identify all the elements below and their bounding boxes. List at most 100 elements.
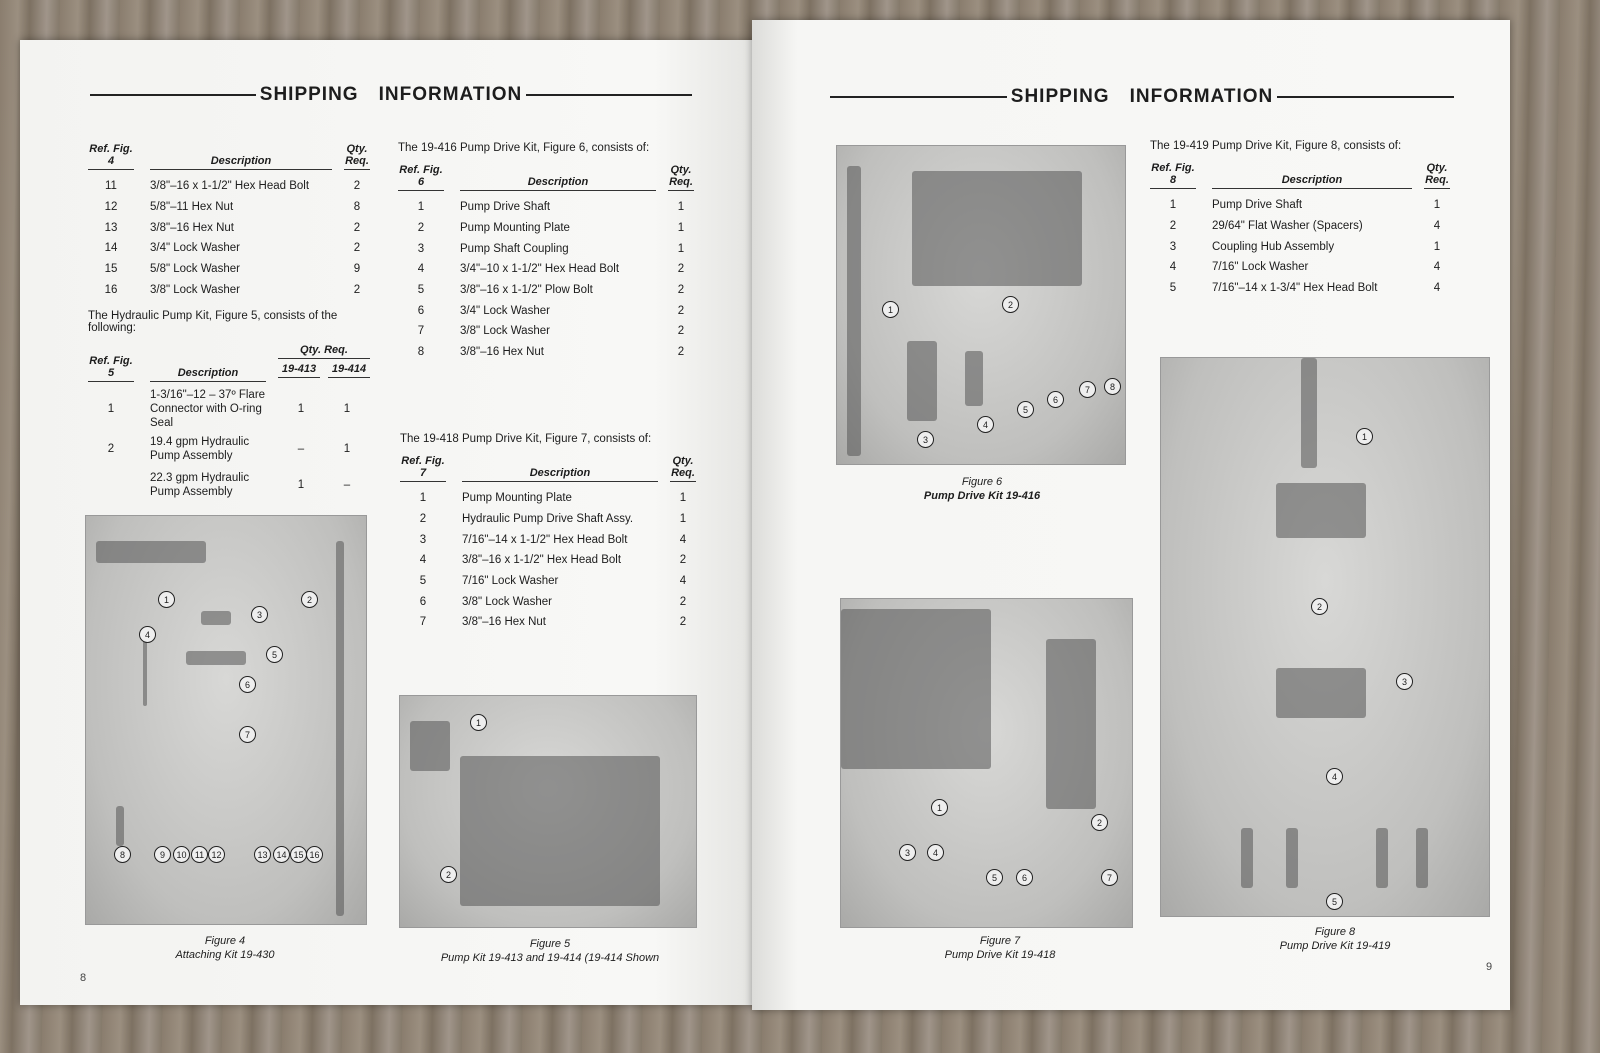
quantity: 1 <box>1433 199 1441 212</box>
table-intro: The 19-416 Pump Drive Kit, Figure 6, con… <box>398 142 650 154</box>
part-image <box>143 636 147 706</box>
description: Pump Drive Shaft <box>460 201 551 214</box>
part-image <box>1276 668 1366 718</box>
ref-header: Ref. Fig.7 <box>400 455 446 482</box>
description: 3/8"–16 x 1-1/2" Hex Head Bolt <box>150 180 310 193</box>
ref-figure: 4 <box>107 155 115 167</box>
ref-number: 6 <box>419 595 427 608</box>
description: 7/16"–14 x 1-3/4" Hex Head Bolt <box>1212 282 1378 295</box>
ref-number: 2 <box>417 222 425 235</box>
caption-subtitle: Attaching Kit 19-430 <box>175 949 275 961</box>
part-image <box>965 351 983 406</box>
quantity: 4 <box>679 575 687 588</box>
desc-header: Description <box>460 176 656 191</box>
caption-subtitle: Pump Drive Kit 19-418 <box>944 949 1056 961</box>
part-image <box>907 341 937 421</box>
quantity: 8 <box>353 201 361 214</box>
callout-number: 13 <box>254 846 271 863</box>
description: Pump Drive Shaft <box>1212 199 1303 212</box>
quantity: 2 <box>353 221 361 234</box>
ref-number: 7 <box>417 325 425 338</box>
callout-number: 5 <box>266 646 283 663</box>
description: Pump Shaft Coupling <box>460 242 569 255</box>
description: 3/8"–16 x 1-1/2" Hex Head Bolt <box>462 554 622 567</box>
description: 7/16" Lock Washer <box>1212 261 1309 274</box>
qty-19-413: 1 <box>297 403 305 415</box>
ref-number: 11 <box>105 180 117 193</box>
header-text: SHIPPING <box>1010 86 1110 107</box>
ref-header: Ref. Fig.8 <box>1150 162 1196 189</box>
quantity: 2 <box>679 616 687 629</box>
ref-figure: 7 <box>419 467 427 479</box>
callout-number: 7 <box>1079 381 1096 398</box>
part-image <box>1046 639 1096 809</box>
ref-number: 1 <box>1169 199 1177 212</box>
part-image <box>460 756 660 906</box>
callout-number: 4 <box>927 844 944 861</box>
part-image <box>1241 828 1253 888</box>
quantity: 2 <box>679 595 687 608</box>
callout-number: 3 <box>251 606 268 623</box>
callout-number: 14 <box>273 846 290 863</box>
callout-number: 5 <box>986 869 1003 886</box>
table-intro: The Hydraulic Pump Kit, Figure 5, consis… <box>88 310 338 334</box>
part-image <box>201 611 231 625</box>
description: 3/8" Lock Washer <box>150 283 240 296</box>
ref-number: 4 <box>417 263 425 276</box>
caption-subtitle: Pump Drive Kit 19-416 <box>923 490 1041 502</box>
ref-number: 3 <box>1169 240 1177 253</box>
desc-header: Description <box>150 155 332 170</box>
callout-number: 15 <box>290 846 307 863</box>
callout-number: 2 <box>440 866 457 883</box>
part-image <box>336 541 344 916</box>
quantity: 2 <box>679 554 687 567</box>
description: 7/16" Lock Washer <box>462 575 559 588</box>
qty-19-413: 1 <box>297 479 305 491</box>
table-intro: The 19-419 Pump Drive Kit, Figure 8, con… <box>1150 140 1402 152</box>
callout-number: 7 <box>239 726 256 743</box>
description: 19.4 gpm Hydraulic Pump Assembly <box>150 436 250 462</box>
fig8-parts-table: The 19-419 Pump Drive Kit, Figure 8, con… <box>1150 140 1450 298</box>
callout-number: 7 <box>1101 869 1118 886</box>
callout-number: 1 <box>470 714 487 731</box>
ref-figure: 6 <box>417 176 425 188</box>
quantity: 2 <box>353 283 361 296</box>
callout-number: 6 <box>239 676 256 693</box>
part-image <box>116 806 124 846</box>
callout-number: 4 <box>977 416 994 433</box>
ref-header: Ref. Fig.4 <box>88 143 134 170</box>
qty-header: Qty. Req. <box>668 164 694 191</box>
caption-title: Figure 8 <box>1314 926 1356 938</box>
callout-number: 2 <box>1091 814 1108 831</box>
desc-header: Description <box>462 467 658 482</box>
callout-number: 4 <box>1326 768 1343 785</box>
caption-title: Figure 4 <box>204 935 246 947</box>
quantity: 2 <box>353 180 361 193</box>
table-intro: The 19-418 Pump Drive Kit, Figure 7, con… <box>400 433 652 445</box>
ref-label: Ref. Fig. <box>89 355 133 367</box>
callout-number: 9 <box>154 846 171 863</box>
